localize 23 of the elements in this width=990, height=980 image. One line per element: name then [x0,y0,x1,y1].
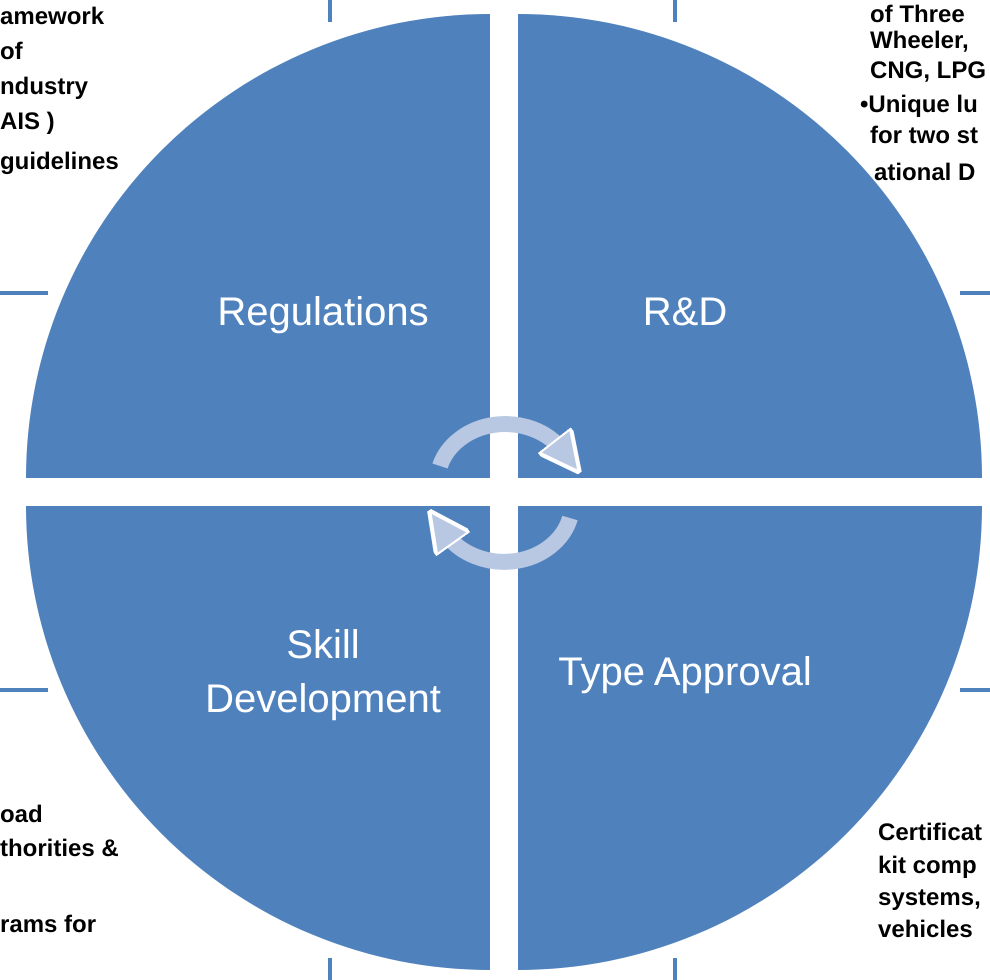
bullet-text: for two st [870,121,978,151]
segment-title: Regulations [216,289,430,336]
cycle-arrow [425,509,578,570]
segment-title: Skill Development [204,622,442,723]
bullet-text: ndustry [0,72,88,102]
segment-title: Type Approval [557,649,813,696]
bullet-text: guidelines [0,147,119,177]
bullet-text: •Unique lu [860,90,978,120]
segment-title: R&D [642,289,728,336]
bullet-text: of [0,37,23,67]
bullet-text: CNG, LPG [870,56,986,86]
bullet-text: vehicles [878,915,973,945]
bullet-text: thorities & [0,834,119,864]
bullet-text: kit comp [878,851,977,881]
bullet-text: oad [0,800,43,830]
bullet-text: ational D [874,158,976,188]
quadrant-segment [518,506,982,970]
bullet-text: rams for [0,910,96,940]
bullet-text: Certificat [878,818,982,848]
bullet-text: AIS ) [0,107,55,137]
bullet-text: systems, [878,883,981,913]
bullet-text: amework [0,2,104,32]
cycle-arrow [432,416,584,474]
